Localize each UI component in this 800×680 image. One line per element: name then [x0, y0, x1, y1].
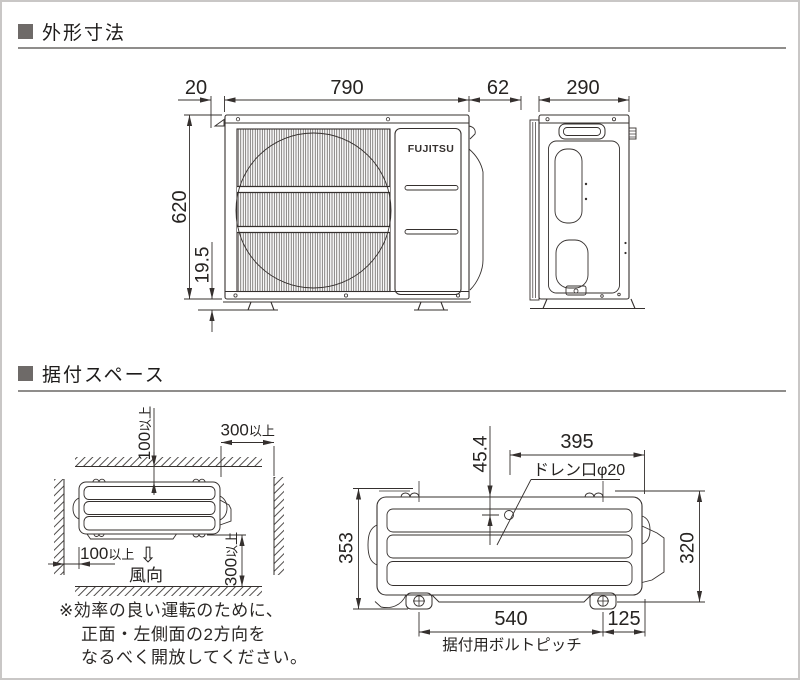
wall-left: [54, 479, 64, 575]
dim-depth-total: 353: [337, 532, 358, 564]
note-line-1: ※効率の良い運転のために、: [59, 601, 284, 620]
base-foot: [542, 298, 636, 310]
dim-bolt-right: 125: [607, 608, 640, 630]
unit-top-view-large: [376, 496, 643, 596]
bolt-tab: [400, 492, 420, 498]
bolt-tab: [92, 478, 106, 483]
clearance-top-label: 100以上: [135, 406, 154, 460]
outline-dimensions: [178, 96, 630, 332]
dim-bolt-pitch: 540: [494, 608, 527, 630]
section-title-outline: 外形寸法: [42, 23, 127, 44]
section-divider: [18, 390, 786, 392]
section-title-install: 据付スペース: [42, 365, 166, 386]
valve-cover: [554, 148, 583, 224]
section-divider: [18, 47, 786, 49]
wall-top: [75, 457, 262, 467]
wall-bottom: [75, 586, 262, 596]
pipe-cover-hook: [468, 125, 476, 140]
clearance-right-label: 300以上: [221, 421, 275, 440]
drain-port-label: ドレン口φ20: [533, 462, 625, 479]
dim-gap: 62: [487, 77, 509, 99]
clearance-bottom-label: 300以上: [222, 532, 241, 586]
dim-top-offset: 20: [185, 77, 207, 99]
grille-edge: [529, 119, 540, 301]
dim-foot-height: 19.5: [193, 247, 214, 284]
section-bullet-icon: [18, 24, 33, 39]
side-panel: [394, 127, 462, 296]
unit-top-view-small: [78, 481, 221, 535]
carry-handle: [558, 123, 606, 140]
fan-grille: [236, 128, 391, 293]
side-view-drawing: [529, 114, 645, 310]
wind-direction-arrow-icon: ⇩: [139, 544, 157, 567]
clearance-left-label: 100以上: [80, 544, 134, 563]
bolt-pitch-diagram: [367, 481, 665, 610]
dim-bolt-depth: 320: [678, 532, 699, 564]
top-left-tab: [213, 118, 225, 127]
pipe-cover-edge: [468, 148, 484, 291]
bolt-foot: [589, 592, 617, 610]
bolt-tab: [192, 533, 206, 538]
note-line-2: 正面・左側面の2方向を: [81, 624, 266, 644]
section-header-outline-dimensions: 外形寸法: [18, 18, 126, 45]
drain-port: [504, 510, 514, 520]
fan-circle: [235, 132, 392, 289]
installation-note: ※効率の良い運転のために、 正面・左側面の2方向を なるべく開放してください。: [59, 599, 307, 670]
note-line-3: なるべく開放してください。: [81, 648, 308, 667]
pipe-cover: [641, 525, 665, 583]
brand-logo: FUJITSU: [408, 143, 455, 155]
dim-depth: 290: [566, 77, 599, 99]
bolt-tab: [192, 478, 206, 483]
dim-drain-offset-x: 395: [560, 431, 593, 453]
section-bullet-icon: [18, 366, 33, 381]
bolt-tab: [584, 492, 604, 498]
wind-direction-label: 風向: [129, 566, 163, 585]
front-view-drawing: [213, 114, 484, 311]
clearance-diagram: [54, 457, 284, 596]
wall-right: [274, 477, 284, 575]
dim-height: 620: [169, 190, 191, 223]
dim-drain-offset-y: 45.4: [471, 435, 492, 472]
bolt-pitch-label: 据付用ボルトピッチ: [442, 636, 582, 654]
compressor-outline: [555, 239, 589, 289]
bolt-foot: [405, 592, 433, 610]
section-header-install-space: 据付スペース: [18, 360, 166, 387]
right-foot: [417, 301, 445, 311]
bolt-pitch-dimensions: [353, 426, 705, 637]
dim-width: 790: [330, 77, 363, 99]
left-foot: [247, 301, 275, 311]
bolt-tab: [93, 533, 105, 537]
clearance-dimensions: [48, 408, 275, 587]
